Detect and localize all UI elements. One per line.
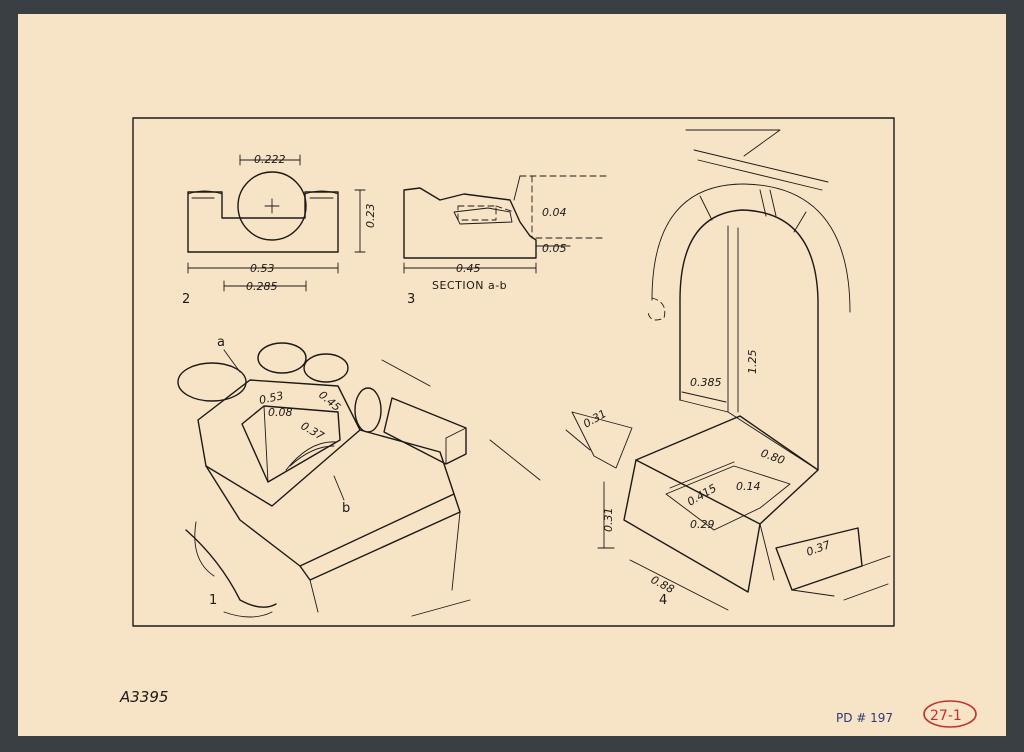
figure-3: 0.04 0.05 0.45 SECTION a-b 3	[403, 175, 609, 307]
fig2-dim-width: 0.53	[250, 262, 275, 275]
fig4-number: 4	[659, 593, 667, 608]
fig1-label-b: b	[342, 501, 350, 516]
fig1-dim-depth: 0.08	[268, 406, 293, 419]
catalog-number: A3395	[119, 688, 168, 706]
fig1-label-a: a	[217, 335, 225, 350]
circled-number-ring	[923, 700, 977, 728]
fig1-dim-length: 0.53	[258, 389, 285, 407]
fig1-number: 1	[209, 593, 217, 608]
fig4-dim-a: 0.14	[736, 480, 761, 493]
fig2-number: 2	[182, 292, 190, 307]
figure-1: a b 0.53 0.45 0.08 0.37 1	[177, 335, 541, 618]
fig4-dim-height-left: 0.31	[602, 508, 615, 533]
figure-4: 1.25 0.385 0.31 0.31 0.80 0.14 0.415 0.2…	[565, 129, 891, 611]
fig3-dim-width: 0.45	[456, 262, 481, 275]
pd-number-stamp: PD # 197	[836, 711, 893, 725]
figure-2: 0.222 0.23 0.53 0.285 2	[182, 153, 377, 307]
fig2-dim-inner: 0.285	[246, 280, 278, 293]
fig4-dim-c: 0.29	[690, 518, 715, 531]
fig2-dim-top: 0.222	[254, 153, 286, 166]
fig2-dim-height: 0.23	[364, 204, 377, 229]
fig3-dim-lip: 0.04	[542, 206, 567, 219]
fig4-dim-arch-height: 1.25	[746, 350, 759, 375]
fig3-number: 3	[407, 292, 415, 307]
fig4-dim-jamb: 0.385	[690, 376, 722, 389]
circled-number: 27-1	[930, 708, 962, 724]
drawing-frame	[132, 117, 895, 627]
fig3-caption: SECTION a-b	[432, 279, 507, 292]
fig3-dim-step: 0.05	[542, 242, 567, 255]
paper-sheet	[18, 14, 1006, 736]
